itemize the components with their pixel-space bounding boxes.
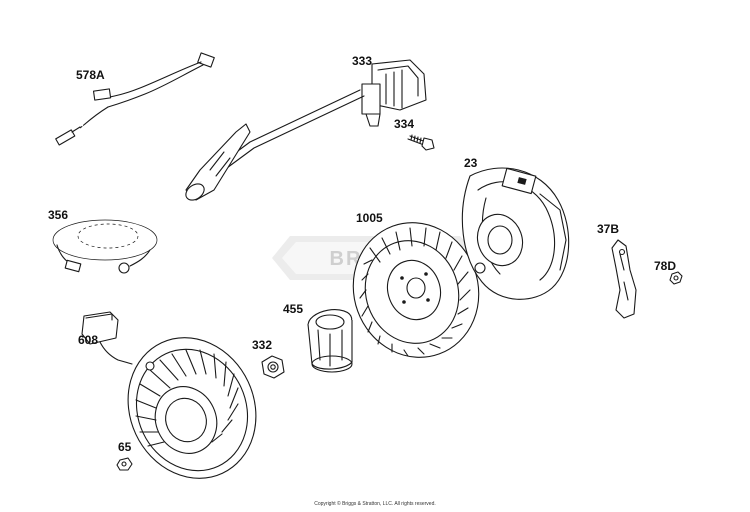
part-label-578A[interactable]: 578A — [76, 68, 105, 82]
part-label-455[interactable]: 455 — [283, 302, 304, 316]
ignition-coil-333[interactable] — [183, 59, 427, 203]
part-label-65[interactable]: 65 — [118, 440, 132, 454]
part-label-332[interactable]: 332 — [252, 338, 273, 352]
flywheel-nut-332[interactable] — [261, 355, 285, 379]
fan-cup-455[interactable] — [306, 306, 353, 373]
screw-334[interactable] — [407, 134, 435, 151]
part-label-334[interactable]: 334 — [394, 117, 415, 131]
ground-wire-356[interactable] — [52, 219, 158, 274]
part-label-23[interactable]: 23 — [464, 156, 478, 170]
part-label-78D[interactable]: 78D — [654, 259, 677, 273]
bracket-37B[interactable] — [611, 239, 637, 319]
part-label-333[interactable]: 333 — [352, 54, 373, 68]
nut-78D[interactable] — [669, 271, 683, 285]
part-label-1005[interactable]: 1005 — [356, 211, 383, 225]
screw-65[interactable] — [116, 457, 133, 471]
wire-harness-578A[interactable] — [55, 52, 215, 146]
housing-23[interactable] — [461, 167, 570, 300]
copyright-notice: Copyright © Briggs & Stratton, LLC. All … — [314, 501, 436, 507]
part-label-356[interactable]: 356 — [48, 208, 69, 222]
part-label-608[interactable]: 608 — [78, 333, 99, 347]
part-label-37B[interactable]: 37B — [597, 222, 620, 236]
rewind-starter-608[interactable] — [81, 311, 279, 499]
